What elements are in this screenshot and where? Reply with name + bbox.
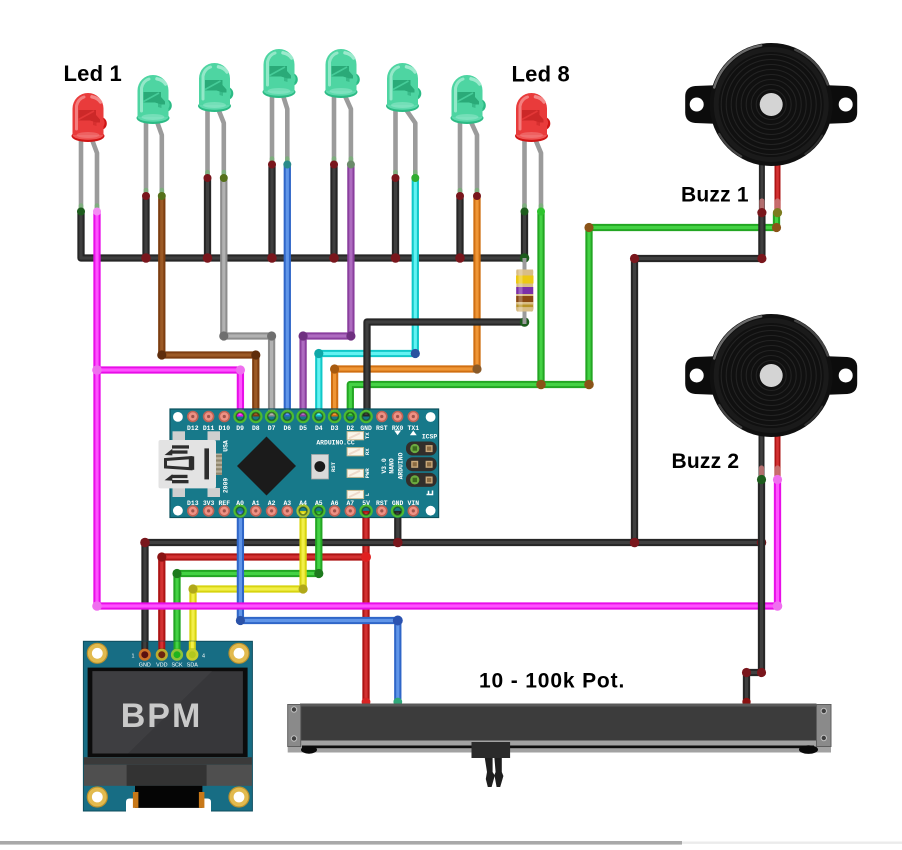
svg-text:4: 4 bbox=[202, 654, 205, 660]
svg-text:Buzz 2: Buzz 2 bbox=[672, 450, 740, 473]
svg-text:A6: A6 bbox=[331, 500, 339, 507]
svg-text:L: L bbox=[364, 492, 371, 496]
svg-text:Led 8: Led 8 bbox=[512, 62, 570, 87]
svg-text:ARDUINO.CC: ARDUINO.CC bbox=[316, 440, 355, 447]
svg-text:2009: 2009 bbox=[223, 478, 230, 494]
svg-text:ARDUINO: ARDUINO bbox=[397, 452, 404, 479]
svg-text:D9: D9 bbox=[236, 425, 244, 432]
svg-text:D10: D10 bbox=[219, 425, 231, 432]
svg-text:SCK: SCK bbox=[171, 663, 182, 669]
svg-text:10 - 100k Pot.: 10 - 100k Pot. bbox=[479, 670, 625, 693]
svg-text:5V: 5V bbox=[362, 500, 370, 507]
svg-text:REF: REF bbox=[219, 500, 231, 507]
svg-text:D3: D3 bbox=[331, 425, 339, 432]
svg-text:A5: A5 bbox=[315, 500, 323, 507]
svg-text:SDA: SDA bbox=[187, 663, 198, 669]
svg-text:D11: D11 bbox=[203, 425, 215, 432]
svg-text:TX1: TX1 bbox=[408, 425, 420, 432]
svg-text:TX: TX bbox=[364, 432, 371, 439]
svg-text:GND: GND bbox=[392, 500, 404, 507]
svg-text:RST: RST bbox=[376, 500, 388, 507]
svg-text:A0: A0 bbox=[236, 500, 244, 507]
svg-text:D12: D12 bbox=[187, 425, 199, 432]
svg-text:3V3: 3V3 bbox=[203, 500, 215, 507]
svg-text:VDD: VDD bbox=[156, 663, 167, 669]
svg-text:GND: GND bbox=[139, 663, 151, 669]
svg-text:NANO: NANO bbox=[389, 458, 396, 474]
svg-text:D6: D6 bbox=[283, 425, 291, 432]
svg-text:D2: D2 bbox=[346, 425, 354, 432]
svg-text:D8: D8 bbox=[252, 425, 260, 432]
svg-text:D5: D5 bbox=[299, 425, 307, 432]
svg-text:Led 1: Led 1 bbox=[64, 61, 122, 86]
svg-text:BPM: BPM bbox=[121, 697, 203, 735]
svg-text:1: 1 bbox=[132, 654, 135, 660]
svg-text:RX: RX bbox=[364, 448, 371, 455]
svg-text:RST: RST bbox=[376, 425, 388, 432]
svg-text:V3.0: V3.0 bbox=[381, 458, 388, 474]
svg-text:A7: A7 bbox=[346, 500, 354, 507]
svg-text:VIN: VIN bbox=[408, 500, 420, 507]
svg-text:D13: D13 bbox=[187, 500, 199, 507]
svg-text:D4: D4 bbox=[315, 425, 323, 432]
svg-text:D7: D7 bbox=[268, 425, 276, 432]
svg-text:USA: USA bbox=[223, 440, 230, 452]
svg-text:A4: A4 bbox=[299, 500, 307, 507]
svg-text:PWR: PWR bbox=[364, 468, 371, 479]
svg-text:GND: GND bbox=[360, 425, 372, 432]
svg-text:ICSP: ICSP bbox=[422, 434, 438, 441]
svg-text:A1: A1 bbox=[252, 500, 260, 507]
svg-text:A3: A3 bbox=[283, 500, 291, 507]
svg-text:Buzz 1: Buzz 1 bbox=[681, 184, 749, 207]
svg-text:RST: RST bbox=[330, 461, 337, 472]
svg-text:A2: A2 bbox=[268, 500, 276, 507]
svg-text:RX0: RX0 bbox=[392, 425, 404, 432]
